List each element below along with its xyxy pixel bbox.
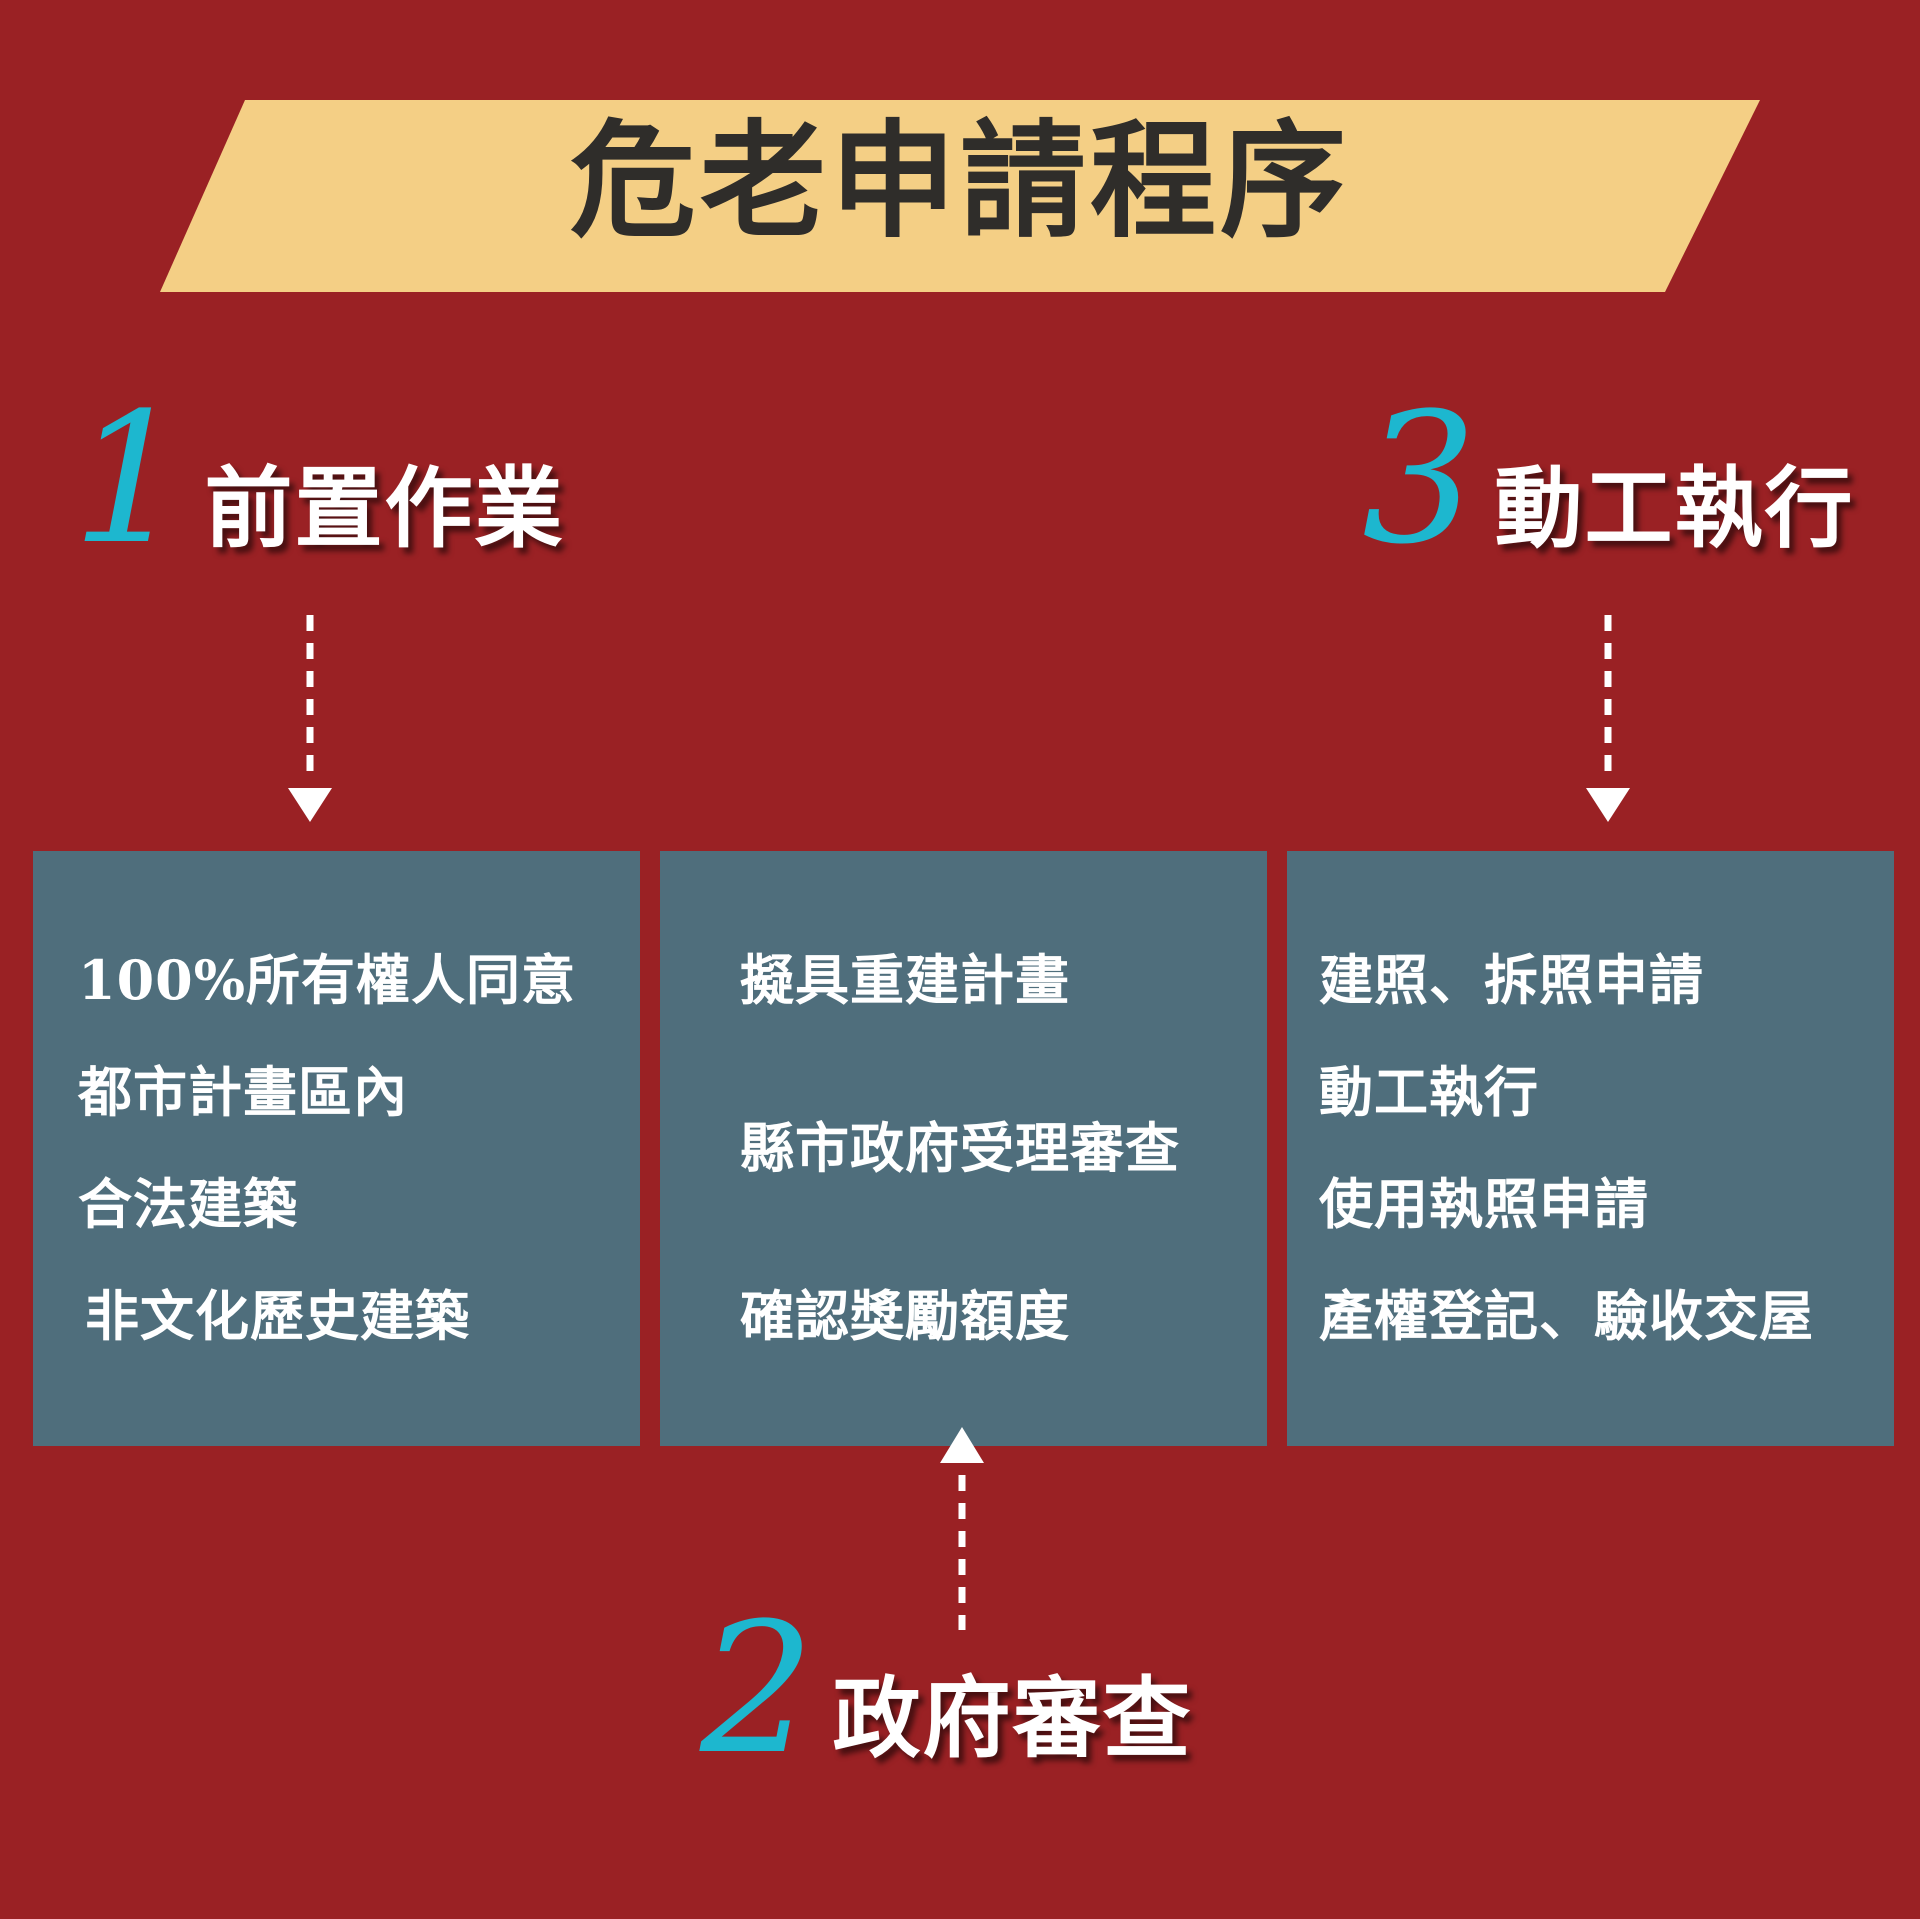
list-item: 使用執照申請 (1319, 1172, 1649, 1236)
step-3-title: 動工執行 (1494, 456, 1855, 560)
step-2-heading: 2 政府審查 (700, 1600, 1193, 1780)
list-item: 產權登記、驗收交屋 (1319, 1284, 1814, 1348)
title-banner: 危老申請程序 (0, 0, 1920, 300)
page-title: 危老申請程序 (570, 107, 1350, 255)
arrow-step-3-down (1586, 615, 1630, 822)
list-item: 都市計畫區內 (78, 1060, 408, 1124)
step-2-number: 2 (700, 1585, 815, 1794)
list-item: 確認獎勵額度 (740, 1284, 1070, 1348)
panel-step-3: 建照、拆照申請 動工執行 使用執照申請 產權登記、驗收交屋 (1287, 851, 1894, 1446)
step-1-title: 前置作業 (204, 456, 565, 560)
list-item: 動工執行 (1319, 1060, 1539, 1124)
step-3-heading: 3 動工執行 (1362, 390, 1855, 570)
list-item: 擬具重建計畫 (740, 948, 1070, 1012)
arrow-step-1-down (288, 615, 332, 822)
arrow-step-2-up (940, 1427, 984, 1630)
list-item: 縣市政府受理審查 (740, 1116, 1180, 1180)
step-1-number: 1 (72, 375, 187, 584)
step-3-number: 3 (1362, 375, 1477, 584)
banner-shape (160, 100, 1760, 292)
panel-step-2: 擬具重建計畫 縣市政府受理審查 確認獎勵額度 (660, 851, 1267, 1446)
step-1-heading: 1 前置作業 (72, 390, 565, 570)
panel-step-1: 100%所有權人同意 都市計畫區內 合法建築 非文化歷史建築 (33, 851, 640, 1446)
step-2-title: 政府審查 (832, 1666, 1193, 1770)
list-item: 合法建築 (78, 1172, 298, 1236)
list-item: 建照、拆照申請 (1319, 948, 1704, 1012)
list-item: 100%所有權人同意 (78, 948, 577, 1012)
list-item: 非文化歷史建築 (85, 1284, 470, 1348)
